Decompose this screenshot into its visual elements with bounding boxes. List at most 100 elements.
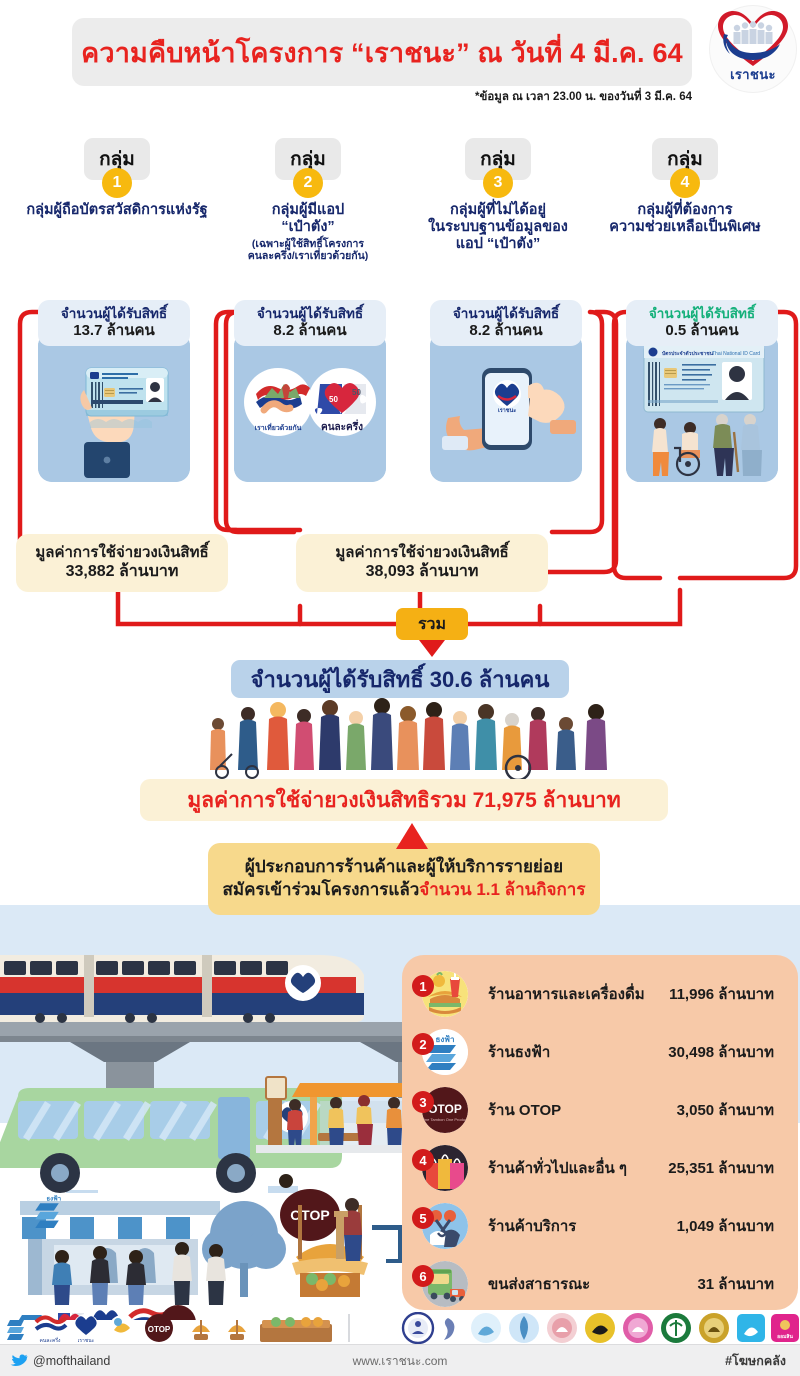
beneficiary-value: 0.5 ล้านคน bbox=[665, 322, 739, 340]
merchant-category-amount: 1,049 ล้านบาท bbox=[676, 1218, 774, 1235]
group-label: กลุ่มผู้ถือบัตรสวัสดิการแห่งรัฐ bbox=[26, 202, 208, 218]
svg-text:50: 50 bbox=[352, 388, 361, 397]
beneficiary-label: จำนวนผู้ได้รับสิทธิ์ bbox=[452, 305, 560, 321]
total-chip: รวม bbox=[396, 608, 468, 640]
merchant-spend-list: 1 ร้านอาหารและเครื่องดื่ม 11,996 ล้านบาท… bbox=[402, 955, 798, 1310]
beneficiary-label: จำนวนผู้ได้รับสิทธิ์ bbox=[648, 305, 756, 321]
rank-badge: 5 bbox=[412, 1207, 434, 1229]
svg-text:50: 50 bbox=[329, 395, 338, 404]
value-label: มูลค่าการใช้จ่ายวงเงินสิทธิ์ bbox=[35, 543, 209, 561]
program-logo-row: OTOP bbox=[16, 1305, 196, 1320]
group-number-badge: 3 bbox=[483, 168, 513, 198]
group-chip-label: กลุ่ม bbox=[465, 138, 531, 180]
crowd-illustration bbox=[200, 694, 620, 784]
government-agency-logos: ออมสิน คนละครึ่ง เราชนะ bbox=[0, 1311, 800, 1345]
merchant-category-amount: 31 ล้านบาท bbox=[697, 1276, 774, 1293]
merchant-category-amount: 11,996 ล้านบาท bbox=[669, 986, 774, 1003]
smartphone-app-illustration: เราชนะ bbox=[430, 332, 582, 482]
svg-text:One Tambon One Product: One Tambon One Product bbox=[422, 1117, 468, 1122]
hashtag: #โฆษกคลัง bbox=[725, 1354, 786, 1368]
group-header-4: กลุ่ม 4 กลุ่มผู้ที่ต้องการ ความช่วยเหลือ… bbox=[590, 138, 780, 238]
group-header-2: กลุ่ม 2 กลุ่มผู้มีแอป “เป๋าตัง” (เฉพาะผู… bbox=[213, 138, 403, 262]
program-logos-illustration: เราเที่ยวด้วยกัน 50 50 คนละครึ่ง bbox=[234, 332, 386, 482]
beneficiary-value: 8.2 ล้านคน bbox=[469, 322, 543, 340]
group-headers: กลุ่ม 1 กลุ่มผู้ถือบัตรสวัสดิการแห่งรัฐ … bbox=[0, 138, 800, 288]
rank-badge: 4 bbox=[412, 1149, 434, 1171]
merchant-note-line1: ผู้ประกอบการร้านค้าและผู้ให้บริการรายย่อ… bbox=[244, 857, 564, 877]
beneficiary-label: จำนวนผู้ได้รับสิทธิ์ bbox=[60, 305, 168, 321]
group-cards-row: จำนวนผู้ได้รับสิทธิ์ 13.7 ล้านคน เราเที่… bbox=[0, 300, 800, 520]
group-number-badge: 2 bbox=[293, 168, 323, 198]
raochana-logo: เราชนะ bbox=[710, 6, 796, 96]
svg-text:Thai National ID Card: Thai National ID Card bbox=[712, 351, 760, 357]
data-timestamp-note: *ข้อมูล ณ เวลา 23.00 น. ของวันที่ 3 มี.ค… bbox=[475, 91, 692, 103]
list-item: 6 ขนส่งสาธารณะ 31 ล้านบาท bbox=[402, 1259, 798, 1309]
list-item: 1 ร้านอาหารและเครื่องดื่ม 11,996 ล้านบาท bbox=[402, 969, 798, 1019]
list-item: ธงฟ้า 2 ร้านธงฟ้า 30,498 ล้านบาท bbox=[402, 1027, 798, 1077]
merchant-note-highlight: จำนวน 1.1 ล้านกิจการ bbox=[419, 880, 586, 899]
merchant-category-name: ร้านอาหารและเครื่องดื่ม bbox=[488, 986, 645, 1003]
value-box-2: มูลค่าการใช้จ่ายวงเงินสิทธิ์ 38,093 ล้าน… bbox=[296, 534, 548, 592]
footer: @mofthailand www.เราชนะ.com #โฆษกคลัง bbox=[0, 1344, 800, 1376]
header-band bbox=[72, 18, 692, 86]
list-item: 5 ร้านค้าบริการ 1,049 ล้านบาท bbox=[402, 1201, 798, 1251]
total-spend-banner: มูลค่าการใช้จ่ายวงเงินสิทธิรวม 71,975 ล้… bbox=[140, 779, 668, 821]
svg-text:OTOP: OTOP bbox=[163, 1319, 194, 1320]
beneficiary-pill-2: จำนวนผู้ได้รับสิทธิ์ 8.2 ล้านคน bbox=[234, 300, 386, 346]
value-box-1: มูลค่าการใช้จ่ายวงเงินสิทธิ์ 33,882 ล้าน… bbox=[16, 534, 228, 592]
svg-text:OTOP: OTOP bbox=[148, 1325, 171, 1334]
group-label: กลุ่มผู้ที่ไม่ได้อยู่ ในระบบฐานข้อมูลของ… bbox=[428, 202, 568, 253]
website-url[interactable]: www.เราชนะ.com bbox=[352, 1353, 448, 1368]
group-label: กลุ่มผู้มีแอป “เป๋าตัง” bbox=[271, 202, 345, 236]
beneficiary-value: 13.7 ล้านคน bbox=[73, 322, 155, 340]
group-number-badge: 1 bbox=[102, 168, 132, 198]
twitter-handle: @mofthailand bbox=[33, 1354, 111, 1368]
page-title: ความคืบหน้าโครงการ “เราชนะ” ณ วันที่ 4 ม… bbox=[81, 37, 683, 68]
svg-text:เราชนะ: เราชนะ bbox=[498, 407, 516, 414]
rank-badge: 3 bbox=[412, 1091, 434, 1113]
svg-text:เราชนะ: เราชนะ bbox=[78, 1338, 95, 1344]
group-card-1: จำนวนผู้ได้รับสิทธิ์ 13.7 ล้านคน bbox=[26, 300, 202, 482]
svg-text:ธงฟ้า: ธงฟ้า bbox=[436, 1034, 455, 1044]
beneficiary-value: 8.2 ล้านคน bbox=[273, 322, 347, 340]
rank-badge: 2 bbox=[412, 1033, 434, 1055]
group-card-3: เราชนะ จำนวนผู้ได้รับสิทธิ์ 8.2 ล้านคน bbox=[418, 300, 594, 482]
svg-text:บัตรประจำตัวประชาชน: บัตรประจำตัวประชาชน bbox=[662, 350, 714, 357]
svg-text:OTOP: OTOP bbox=[290, 1207, 329, 1223]
group-sublabel: (เฉพาะผู้ใช้สิทธิ์โครงการ คนละครึ่ง/เราเ… bbox=[247, 238, 369, 263]
special-assistance-illustration: บัตรประจำตัวประชาชน Thai National ID Car… bbox=[626, 332, 778, 482]
header: ความคืบหน้าโครงการ “เราชนะ” ณ วันที่ 4 ม… bbox=[0, 0, 800, 105]
merchant-note-prefix: สมัครเข้าร่วมโครงการแล้ว bbox=[222, 880, 420, 899]
merchant-category-amount: 3,050 ล้านบาท bbox=[676, 1102, 774, 1119]
group-header-1: กลุ่ม 1 กลุ่มผู้ถือบัตรสวัสดิการแห่งรัฐ bbox=[22, 138, 212, 221]
merchant-category-name: ขนส่งสาธารณะ bbox=[488, 1276, 591, 1293]
merchant-category-amount: 25,351 ล้านบาท bbox=[668, 1160, 774, 1177]
svg-text:ออมสิน: ออมสิน bbox=[777, 1333, 793, 1340]
up-arrow-icon bbox=[396, 823, 428, 849]
logo-wordmark: เราชนะ bbox=[730, 67, 776, 82]
group-card-4: บัตรประจำตัวประชาชน Thai National ID Car… bbox=[614, 300, 790, 482]
heart-hand-icon bbox=[718, 11, 788, 66]
merchant-registration-note: ผู้ประกอบการร้านค้าและผู้ให้บริการรายย่อ… bbox=[208, 843, 600, 915]
group-number-badge: 4 bbox=[670, 168, 700, 198]
merchant-category-amount: 30,498 ล้านบาท bbox=[668, 1044, 774, 1061]
beneficiary-pill-3: จำนวนผู้ได้รับสิทธิ์ 8.2 ล้านคน bbox=[430, 300, 582, 346]
twitter-icon bbox=[10, 1354, 28, 1366]
value-label: มูลค่าการใช้จ่ายวงเงินสิทธิ์ bbox=[335, 543, 509, 561]
svg-text:คนละครึ่ง: คนละครึ่ง bbox=[321, 419, 363, 433]
welfare-card-illustration bbox=[38, 332, 190, 482]
merchant-category-name: ร้าน OTOP bbox=[488, 1102, 562, 1119]
merchant-note-line2: สมัครเข้าร่วมโครงการแล้วจำนวน 1.1 ล้านกิ… bbox=[223, 879, 586, 902]
merchant-category-name: ร้านธงฟ้า bbox=[488, 1044, 551, 1061]
twitter-handle-block[interactable]: @mofthailand bbox=[10, 1345, 110, 1376]
rank-badge: 1 bbox=[412, 975, 434, 997]
svg-text:OTOP: OTOP bbox=[428, 1102, 462, 1116]
svg-text:ธงฟ้า: ธงฟ้า bbox=[46, 1195, 61, 1203]
group-card-2: เราเที่ยวด้วยกัน 50 50 คนละครึ่ง จำนวนผู… bbox=[222, 300, 398, 482]
svg-text:คนละครึ่ง: คนละครึ่ง bbox=[40, 1337, 62, 1344]
value-amount: 38,093 ล้านบาท bbox=[365, 563, 479, 581]
list-item: 4 ร้านค้าทั่วไปและอื่น ๆ 25,351 ล้านบาท bbox=[402, 1143, 798, 1193]
rank-badge: 6 bbox=[412, 1265, 434, 1287]
merchant-category-name: ร้านค้าทั่วไปและอื่น ๆ bbox=[488, 1160, 627, 1177]
